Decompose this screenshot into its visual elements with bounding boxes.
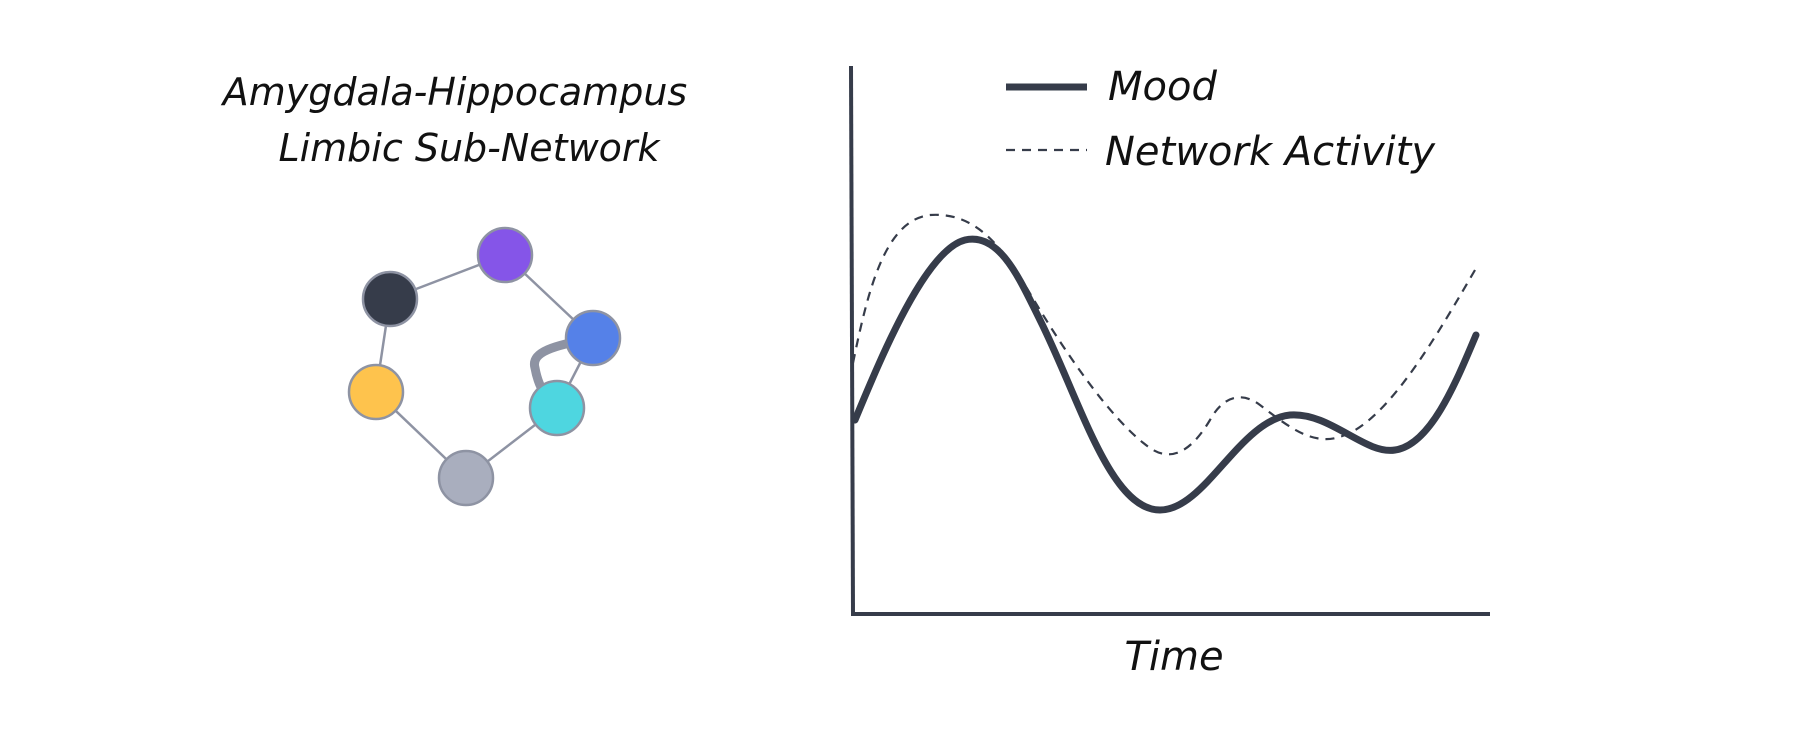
node-dark xyxy=(361,270,419,328)
y-axis xyxy=(849,65,855,615)
mood-line xyxy=(851,235,1480,514)
chart-legend: Mood Network Activity xyxy=(1006,64,1436,175)
network-title-line2: Limbic Sub-Network xyxy=(278,126,661,170)
node-cyan xyxy=(528,379,586,437)
legend-label-network-activity: Network Activity xyxy=(1105,129,1436,175)
node-gray xyxy=(437,449,495,507)
legend-label-mood: Mood xyxy=(1108,64,1217,110)
node-blue xyxy=(564,309,622,367)
network-title-line1: Amygdala-Hippocampus xyxy=(220,70,687,114)
chart-panel: Mood Network Activity Time xyxy=(849,64,1490,680)
x-axis-label: Time xyxy=(1124,634,1223,680)
node-yellow xyxy=(347,363,405,421)
network-panel: Amygdala-Hippocampus Limbic Sub-Network xyxy=(220,70,687,507)
node-purple xyxy=(476,226,534,284)
network-graph xyxy=(347,226,622,507)
